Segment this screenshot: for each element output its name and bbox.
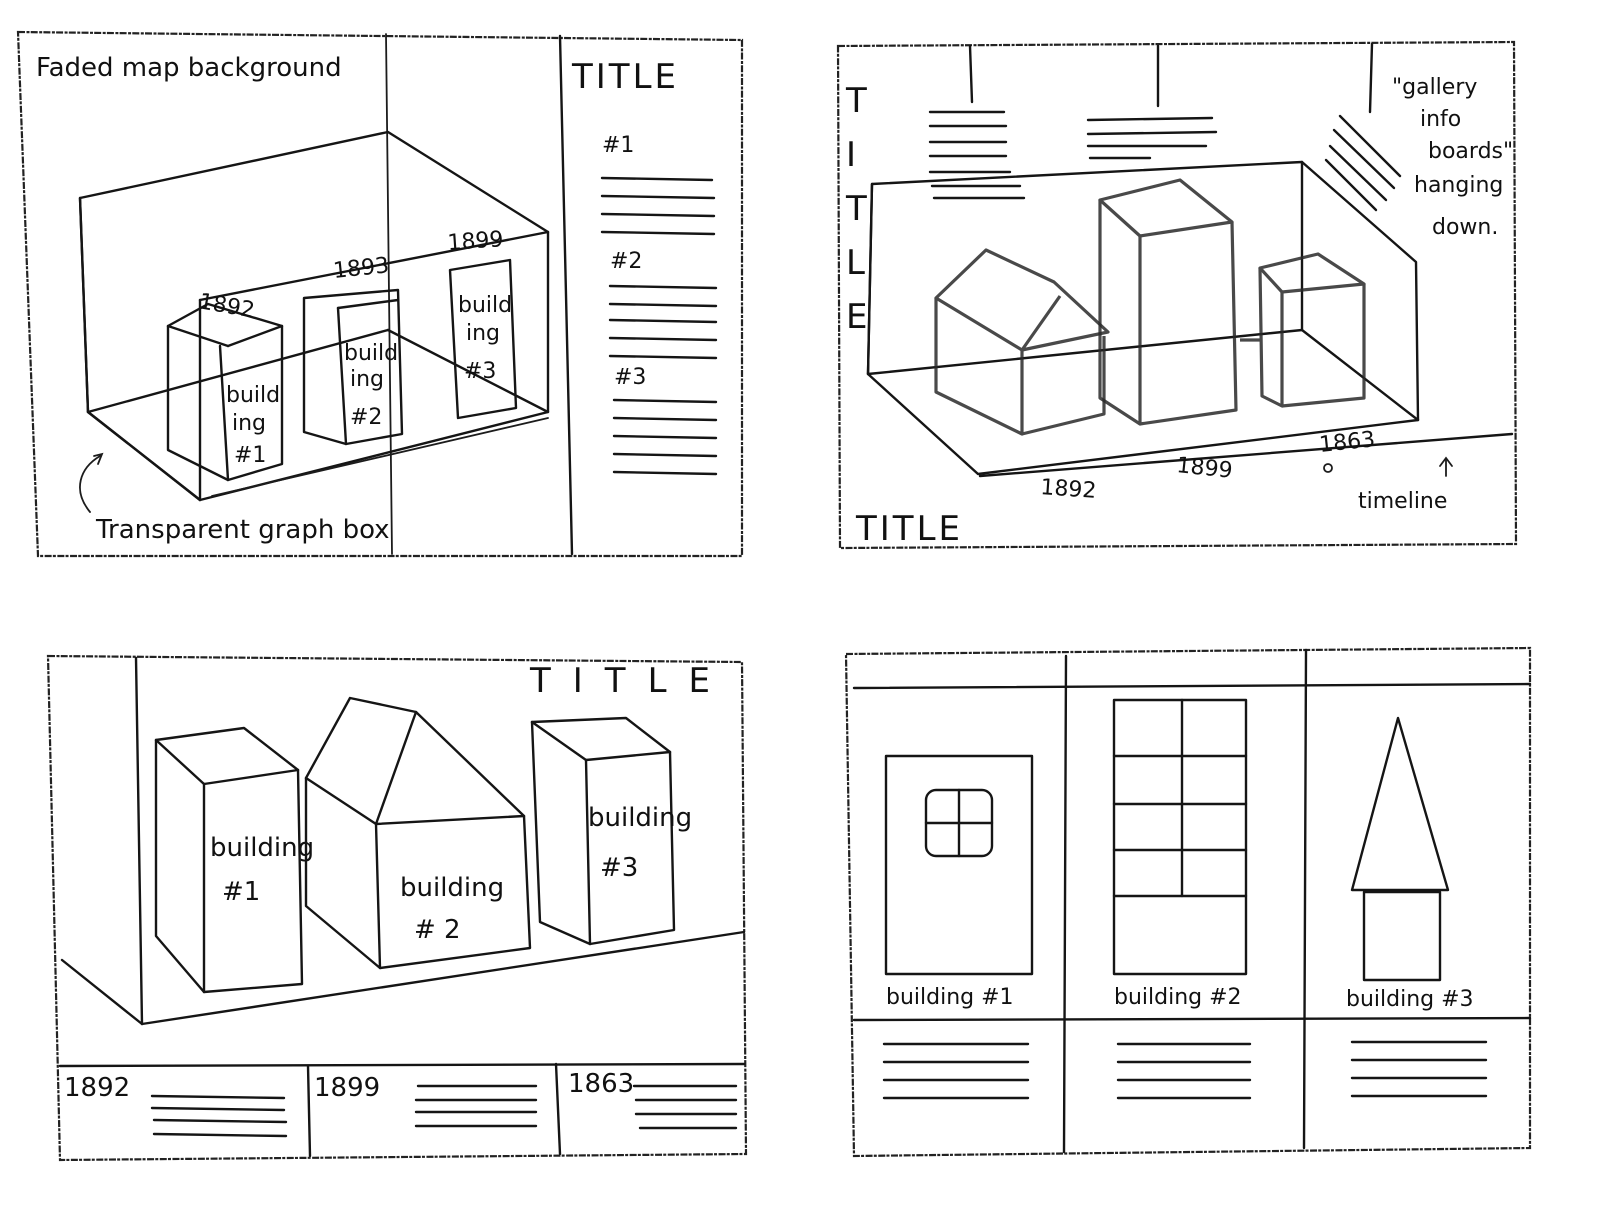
panel-1-year-1893: 1893 xyxy=(332,253,390,284)
timeline-marker-icon xyxy=(1324,464,1332,472)
panel-1-building-3-label-c: #3 xyxy=(464,359,496,384)
panel-4-column-layout: building #1 building #2 building #3 xyxy=(846,648,1530,1156)
panel-2-vtitle-3: T xyxy=(845,189,870,229)
gallery-note-2: info xyxy=(1420,107,1461,132)
panel-2-year-1863: 1863 xyxy=(1318,427,1376,458)
panel-3-frame xyxy=(48,656,746,1160)
panel-1-building-2-label-b: ing xyxy=(350,367,384,392)
panel-3-info-strip xyxy=(60,1064,744,1156)
panel-4-building-1-label: building #1 xyxy=(886,985,1014,1010)
panel-3-left-wall xyxy=(136,658,142,1024)
panel-1-item-1: #1 xyxy=(602,133,634,158)
panel-1-building-1: build ing #1 xyxy=(168,304,282,480)
panel-1-graph-box-layout: Faded map background build ing #1 1892 xyxy=(18,32,742,556)
panel-1-text-lines xyxy=(602,178,716,474)
faded-map-label: Faded map background xyxy=(36,53,342,83)
panel-1-building-2-label-c: #2 xyxy=(350,405,382,430)
panel-2-tall-block xyxy=(1100,180,1236,424)
panel-1-building-3: build ing #3 xyxy=(450,260,516,418)
panel-2-vtitle-4: L xyxy=(846,243,868,283)
panel-1-building-1-label-c: #1 xyxy=(234,443,266,468)
panel-3-building-2-label-b: # 2 xyxy=(414,915,461,945)
panel-3-building-1-label-a: building xyxy=(210,833,314,863)
panel-3-title: TITLE xyxy=(529,661,732,701)
gallery-note-3: boards" xyxy=(1428,139,1513,164)
panel-3-year-1892: 1892 xyxy=(64,1073,130,1103)
panel-1-item-2: #2 xyxy=(610,249,642,274)
panel-3-building-3-label-a: building xyxy=(588,803,692,833)
panel-2-year-1899: 1899 xyxy=(1175,453,1233,484)
panel-1-year-1899: 1899 xyxy=(447,227,505,256)
panel-2-vtitle-1: T xyxy=(845,81,870,121)
panel-1-building-1-label-a: build xyxy=(226,383,280,408)
panel-1-center-guide xyxy=(386,34,392,554)
panel-2-year-1892: 1892 xyxy=(1040,475,1098,504)
panel-1-building-2-label-a: build xyxy=(344,341,398,366)
panel-1-frame xyxy=(18,32,742,556)
panel-3-building-3-label-b: #3 xyxy=(600,853,638,883)
panel-1-building-1-label-b: ing xyxy=(232,411,266,436)
panel-1-building-2: build ing #2 xyxy=(304,290,402,444)
panel-4-text-lines xyxy=(884,1042,1486,1098)
panel-3-building-1-label-b: #1 xyxy=(222,877,260,907)
panel-3-building-2-label-a: building xyxy=(400,873,504,903)
hanging-info-board-2 xyxy=(1088,46,1216,158)
panel-2-3d-scene-layout: T I T L E "gallery info boards" hanging … xyxy=(838,42,1516,549)
panel-1-title: TITLE xyxy=(571,57,679,97)
gallery-note-1: "gallery xyxy=(1392,75,1477,100)
panel-3-floor-edge xyxy=(62,960,142,1024)
panel-2-room xyxy=(868,162,1512,476)
panel-3-perspective-row-layout: TITLE building #1 building # 2 building … xyxy=(48,656,746,1160)
panel-2-vtitle-2: I xyxy=(846,135,859,175)
panel-1-building-3-label-a: build xyxy=(458,293,512,318)
panel-4-building-2 xyxy=(1114,700,1246,974)
panel-4-building-3-label: building #3 xyxy=(1346,987,1474,1012)
curved-arrow-icon xyxy=(80,456,100,512)
panel-4-grid xyxy=(854,650,1530,1152)
panel-4-building-1 xyxy=(886,756,1032,974)
hanging-info-board-1 xyxy=(930,46,1024,198)
panel-1-sidebar-divider xyxy=(560,36,572,554)
panel-2-vtitle-5: E xyxy=(846,297,870,337)
panel-3-year-1863: 1863 xyxy=(568,1069,634,1099)
timeline-label: timeline xyxy=(1358,489,1447,514)
panel-3-floor-line xyxy=(142,932,744,1024)
panel-2-title: TITLE xyxy=(855,509,963,549)
panel-1-building-3-label-b: ing xyxy=(466,321,500,346)
hanging-info-board-3 xyxy=(1326,44,1400,210)
panel-4-building-3 xyxy=(1352,718,1448,980)
gallery-note-5: down. xyxy=(1432,215,1498,240)
transparent-box-label: Transparent graph box xyxy=(95,515,390,545)
panel-2-house xyxy=(936,250,1108,434)
panel-3-year-1899: 1899 xyxy=(314,1073,380,1103)
gallery-note-4: hanging xyxy=(1414,173,1503,198)
panel-4-building-2-label: building #2 xyxy=(1114,985,1242,1010)
panel-1-item-3: #3 xyxy=(614,365,646,390)
panel-1-year-1892: 1892 xyxy=(197,289,256,323)
